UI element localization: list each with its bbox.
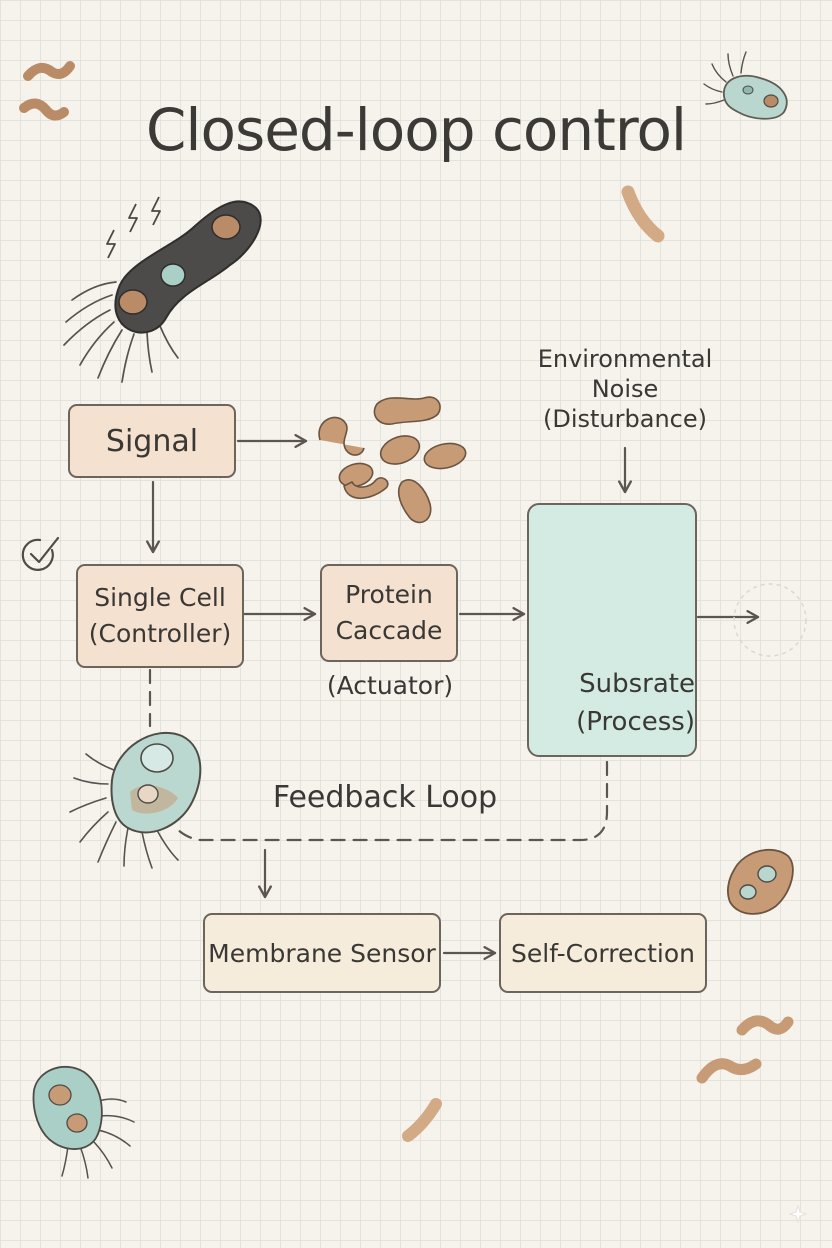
controller-label-line-2: (Controller) bbox=[88, 619, 232, 648]
signal-label: Signal bbox=[105, 423, 199, 459]
actuator-label-line-1: Protein bbox=[345, 580, 433, 609]
disturbance-label: Environmental Noise (Disturbance) bbox=[500, 344, 750, 434]
sparkle-icon bbox=[788, 1204, 808, 1224]
sensor-label: Membrane Sensor bbox=[208, 938, 436, 968]
microbe-icon bbox=[621, 185, 665, 243]
microbe-icon bbox=[727, 848, 794, 915]
microbe-icon bbox=[402, 1098, 442, 1142]
microbe-icon bbox=[703, 51, 788, 120]
actuator-node: Protein Caccade bbox=[320, 564, 458, 662]
controller-label-line-1: Single Cell bbox=[94, 583, 226, 612]
disturbance-line-3: (Disturbance) bbox=[543, 405, 707, 433]
process-node: Subsrate (Process) bbox=[527, 503, 697, 757]
controller-node: Single Cell (Controller) bbox=[76, 564, 244, 668]
microbe-icon bbox=[69, 731, 202, 869]
microbe-icon bbox=[19, 61, 75, 121]
page-title: Closed-loop control bbox=[145, 96, 687, 164]
microbe-icon bbox=[318, 396, 467, 524]
check-circle-icon bbox=[21, 536, 60, 571]
feedback-loop-label: Feedback Loop bbox=[272, 780, 498, 815]
lightning-icon bbox=[106, 196, 161, 259]
microbe-icon bbox=[32, 1065, 135, 1179]
correction-label: Self-Correction bbox=[511, 938, 695, 968]
disturbance-line-2: Noise bbox=[591, 375, 659, 403]
actuator-caption: (Actuator) bbox=[326, 671, 454, 700]
output-ghost-circle bbox=[733, 583, 807, 657]
connectors bbox=[146, 434, 760, 960]
microbe-icon bbox=[696, 1015, 794, 1084]
bacterium-icon bbox=[63, 200, 262, 383]
signal-node: Signal bbox=[68, 404, 236, 478]
actuator-label-line-2: Caccade bbox=[335, 616, 443, 645]
process-label-line-2: (Process) bbox=[576, 707, 695, 737]
correction-node: Self-Correction bbox=[499, 913, 707, 993]
disturbance-line-1: Environmental bbox=[537, 345, 713, 373]
sensor-node: Membrane Sensor bbox=[203, 913, 441, 993]
feedback-loop-path bbox=[174, 760, 609, 842]
process-label-line-1: Subsrate bbox=[579, 669, 695, 699]
